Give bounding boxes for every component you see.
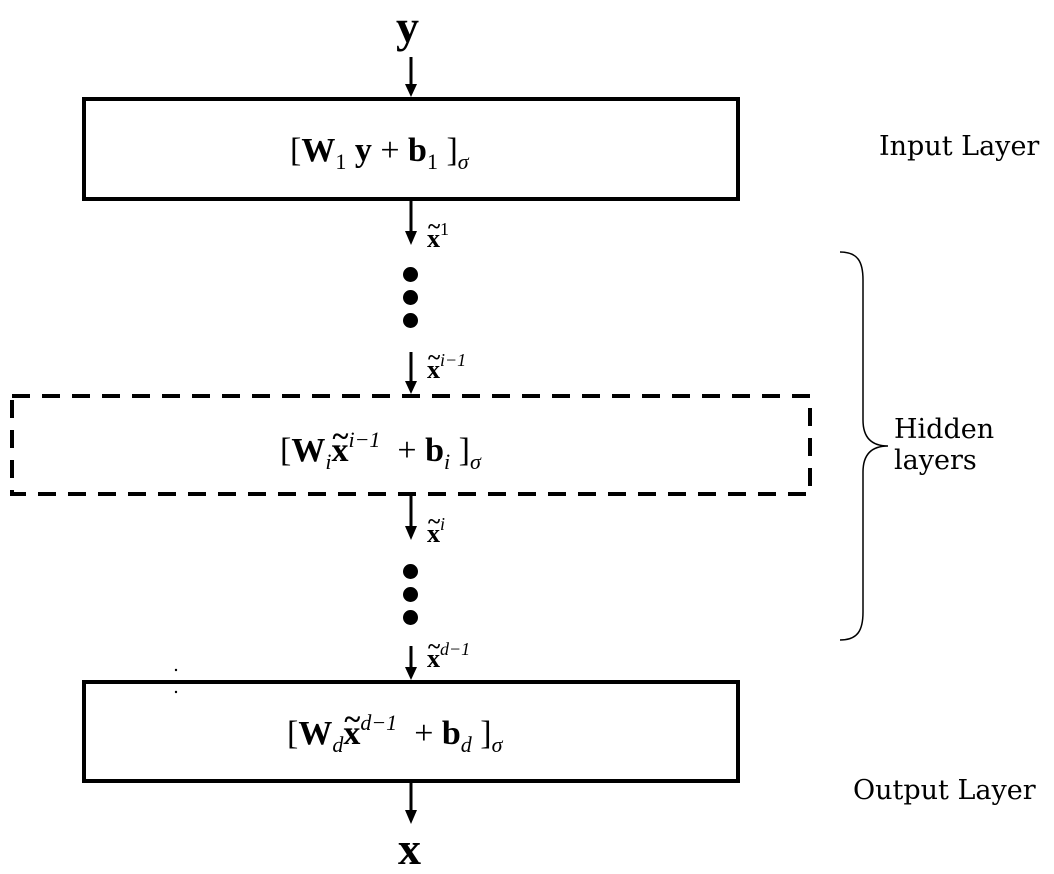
formula-operand-superscript: d−1 (360, 710, 398, 735)
formula-plus: + (397, 432, 417, 469)
formula-bias-subscript: d (460, 732, 472, 757)
ellipsis-dot (403, 564, 418, 579)
hidden-layers-brace (839, 251, 889, 641)
formula-bracket-close: ] (446, 132, 458, 169)
ellipsis-dot (403, 267, 418, 282)
formula-activation: σ (469, 449, 481, 474)
edge-label-x1: x1 (427, 216, 449, 252)
formula-plus: + (414, 715, 434, 752)
formula-bias-subscript: i (444, 449, 451, 474)
hidden-layers-label: Hidden layers (894, 414, 994, 476)
input-layer-formula: [W1 y + b1 ]σ (290, 132, 469, 173)
formula-weight-subscript: i (325, 449, 332, 474)
ellipsis-dot (403, 313, 418, 328)
edge-label-superscript: d−1 (440, 639, 471, 659)
formula-plus: + (380, 132, 400, 169)
formula-bias: b (408, 132, 427, 169)
ellipsis-dot (403, 290, 418, 305)
formula-bracket-close: ] (458, 432, 470, 469)
input-symbol: y (396, 1, 419, 52)
hidden-layer-formula: [Wixi−1 + bi ]σ (280, 421, 481, 472)
arrow-to-output (405, 646, 417, 680)
arrow-hidden-to-xi (405, 496, 417, 540)
formula-weight: W (301, 132, 336, 169)
formula-bias: b (441, 715, 461, 752)
formula-weight-subscript: 1 (335, 149, 347, 174)
edge-label-x-d-minus-1: xd−1 (427, 636, 470, 672)
ellipsis-dot (403, 587, 418, 602)
output-layer-label: Output Layer (853, 775, 1036, 806)
formula-bias-subscript: 1 (426, 149, 438, 174)
hidden-layers-label-line1: Hidden (894, 414, 995, 445)
formula-weight: W (291, 432, 326, 469)
edge-label-superscript: i (440, 514, 446, 534)
stray-dot (174, 668, 178, 672)
edge-label-base: x (427, 347, 440, 383)
output-symbol: x (398, 823, 421, 874)
stray-dot (174, 690, 178, 694)
formula-bias: b (425, 432, 445, 469)
formula-bracket-open: [ (290, 132, 302, 169)
arrow-to-hidden (405, 352, 417, 394)
hidden-layers-label-line2: layers (894, 445, 977, 477)
formula-bracket-open: [ (280, 432, 292, 469)
formula-activation: σ (457, 149, 469, 174)
hidden-layer-box-border (10, 394, 812, 496)
ellipsis-dot (403, 610, 418, 625)
edge-label-superscript: i−1 (440, 350, 467, 370)
formula-operand: x (343, 704, 360, 751)
formula-bracket-open: [ (287, 715, 299, 752)
edge-label-base: x (427, 636, 440, 672)
formula-weight-subscript: d (332, 732, 344, 757)
edge-label-x-i: xi (427, 511, 445, 547)
arrow-output-to-x (405, 782, 417, 824)
edge-label-base: x (427, 511, 440, 547)
output-layer-formula: [Wdxd−1 + bd ]σ (287, 704, 502, 755)
edge-label-base: x (427, 216, 440, 252)
formula-operand: y (354, 132, 372, 169)
formula-weight: W (298, 715, 333, 752)
output-layer-box (82, 680, 740, 783)
formula-activation: σ (491, 732, 503, 757)
input-layer-label: Input Layer (879, 131, 1040, 162)
arrow-y-to-input (405, 57, 417, 97)
input-layer-box (82, 97, 740, 201)
arrow-input-to-x1 (405, 200, 417, 245)
formula-operand: x (331, 421, 348, 468)
edge-label-superscript: 1 (440, 219, 449, 239)
formula-operand-superscript: i−1 (348, 427, 381, 452)
edge-label-x-i-minus-1: xi−1 (427, 347, 466, 383)
formula-bracket-close: ] (480, 715, 492, 752)
